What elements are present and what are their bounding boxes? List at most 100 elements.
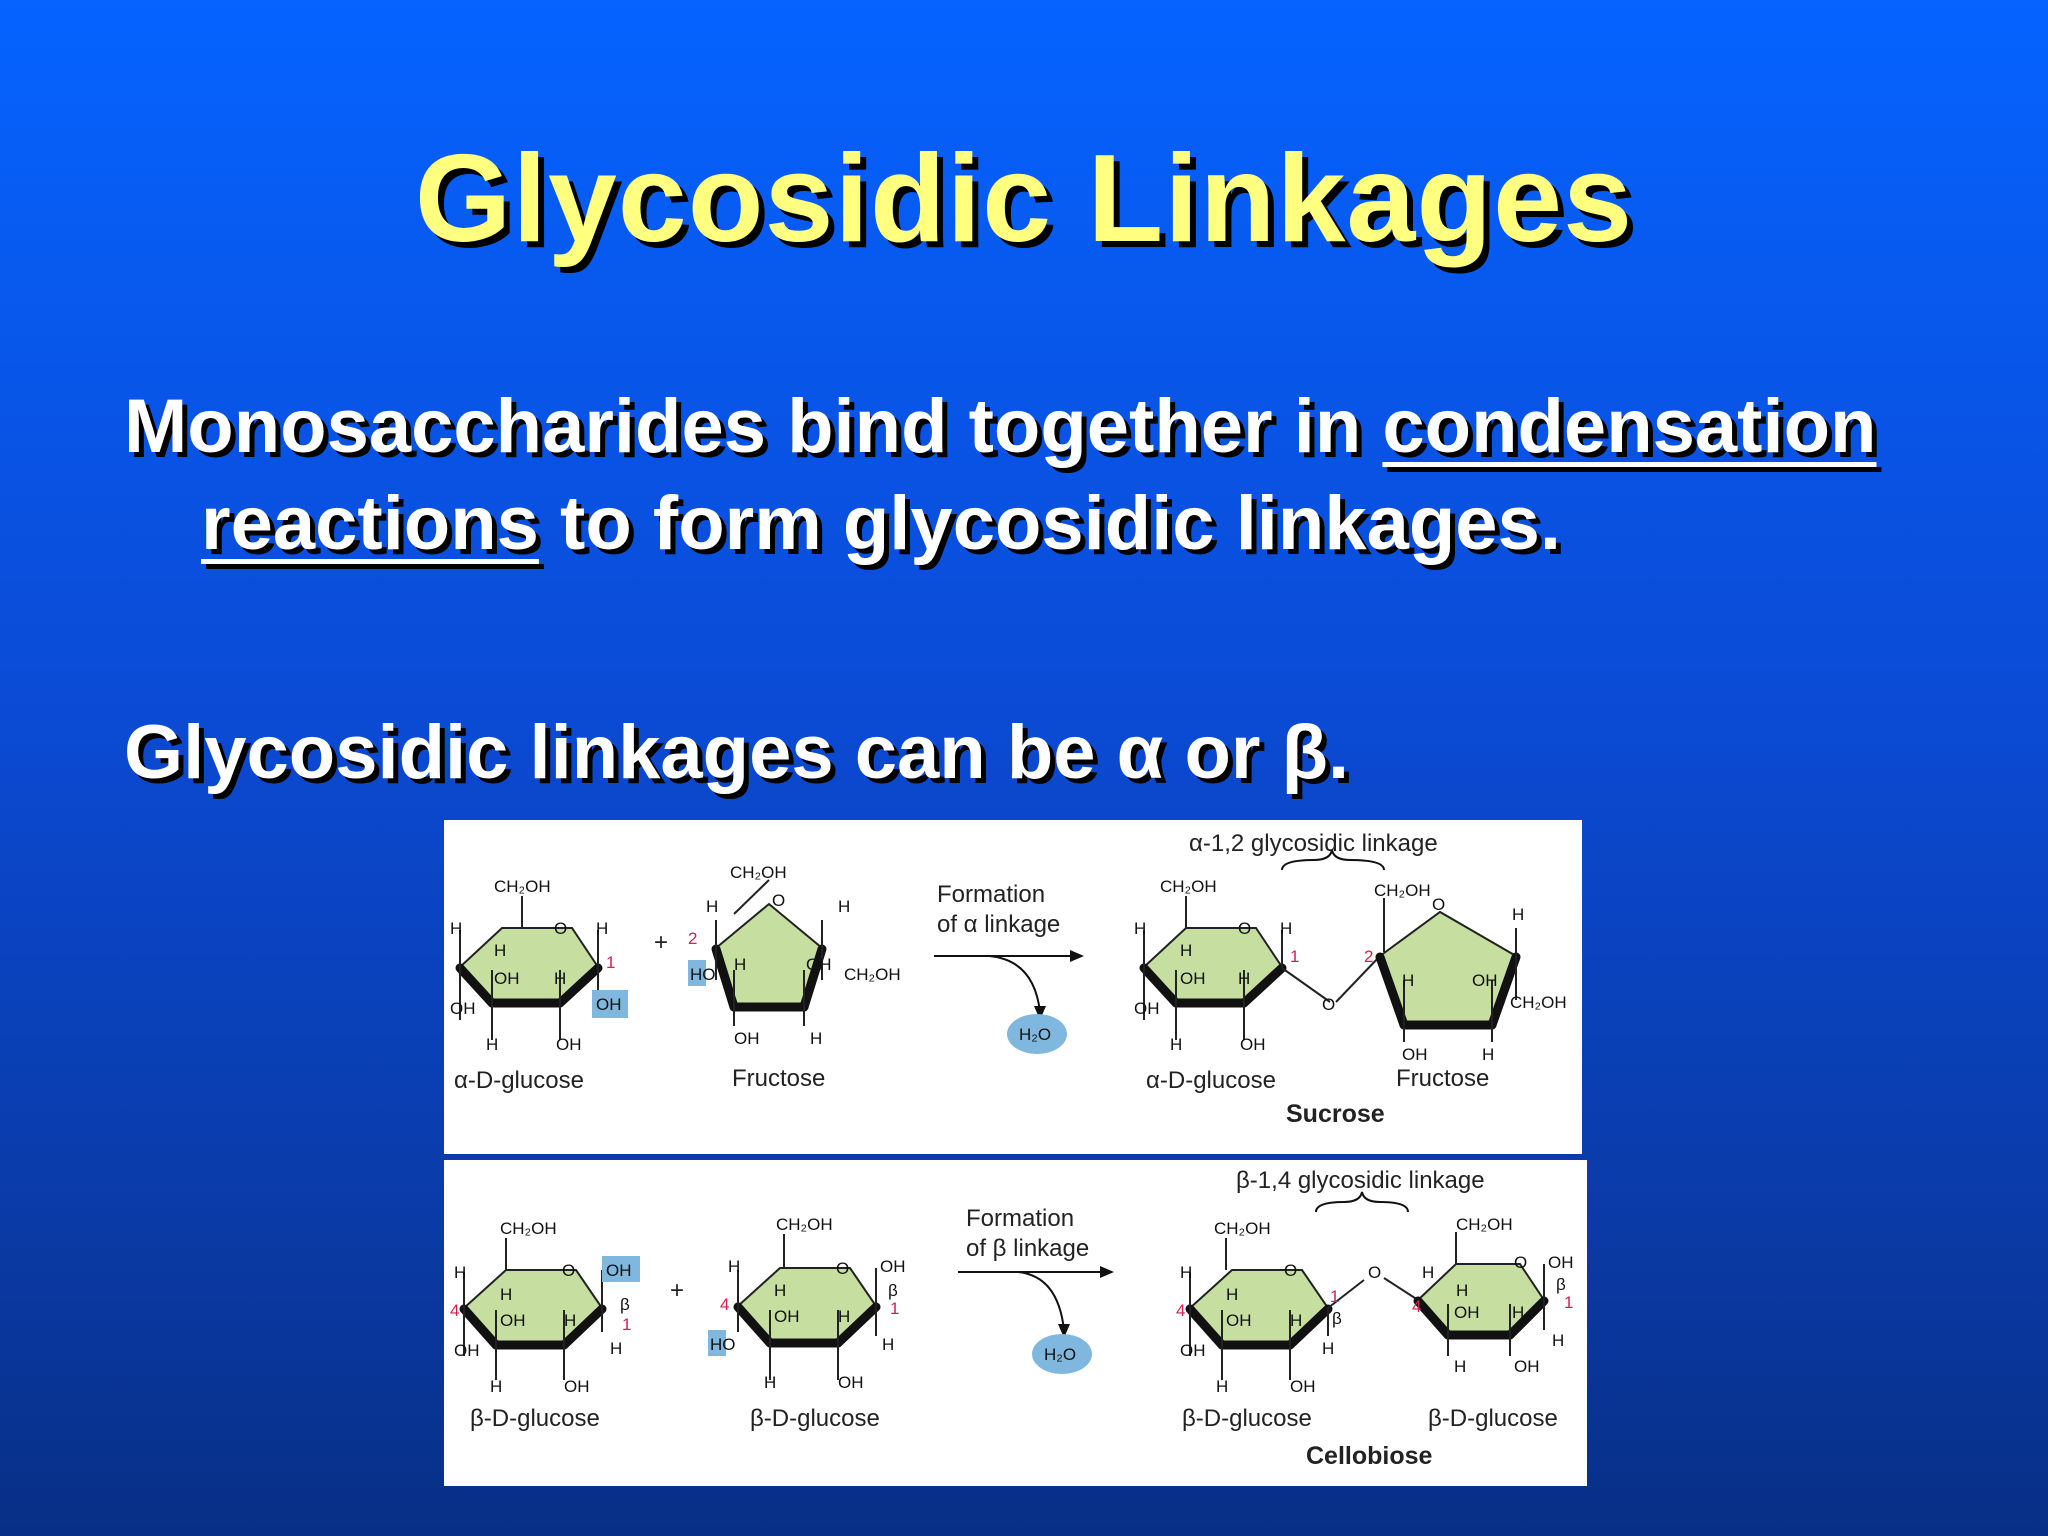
- reactant2-label: Fructose: [732, 1065, 825, 1092]
- atom-h: H: [1170, 1035, 1182, 1054]
- atom-oh: OH: [596, 995, 622, 1014]
- atom-ho: HO: [710, 1335, 736, 1354]
- atom-h: H: [454, 1263, 466, 1282]
- atom-oh: OH: [1548, 1253, 1574, 1272]
- atom-ch2oh: CH₂OH: [1374, 881, 1431, 900]
- product-part2-label: Fructose: [1396, 1065, 1489, 1092]
- atom-h: H: [564, 1311, 576, 1330]
- atom-h: H: [706, 897, 718, 916]
- linkage-brace: [1281, 849, 1385, 871]
- atom-ring-o: O: [1514, 1253, 1527, 1272]
- carbon-number-1: 1: [890, 1299, 899, 1318]
- plus-sign: +: [670, 1277, 684, 1304]
- reacting-h-highlight: [688, 960, 706, 986]
- atom-ch2oh: CH₂OH: [1214, 1219, 1271, 1238]
- water-label: H₂O: [1019, 1025, 1051, 1044]
- reactant1-label: α-D-glucose: [454, 1067, 584, 1094]
- atom-oh: OH: [500, 1311, 526, 1330]
- atom-h: H: [1238, 969, 1250, 988]
- reacting-oh-highlight: [592, 990, 628, 1018]
- beta-glucose-reactant-2: CH₂OH O OH H 4 H OH H β 1 H HO H OH β-D-…: [708, 1215, 906, 1432]
- ring-front-right: [555, 963, 603, 1008]
- formation-line1: Formation: [937, 881, 1045, 908]
- atom-ring-o: O: [554, 919, 567, 938]
- atom-h: H: [554, 969, 566, 988]
- linkage-label: β-1,4 glycosidic linkage: [1236, 1167, 1485, 1194]
- atom-ch2oh: CH₂OH: [730, 863, 787, 882]
- atom-oh: OH: [606, 1261, 632, 1280]
- atom-h: H: [1180, 941, 1192, 960]
- atom-h: H: [764, 1373, 776, 1392]
- cellobiose-glucose-unit-2: CH₂OH O OH H 4 H OH H β 1 H H OH β-D-glu…: [1412, 1215, 1574, 1432]
- atom-oh: OH: [774, 1307, 800, 1326]
- atom-ring-o: O: [772, 891, 785, 910]
- atom-h: H: [500, 1285, 512, 1304]
- product-part1-label: β-D-glucose: [1182, 1405, 1312, 1432]
- atom-h: H: [1290, 1311, 1302, 1330]
- bullet-text-start: Monosaccharides bind together in: [124, 384, 1383, 469]
- atom-oh: OH: [838, 1373, 864, 1392]
- bridge-oxygen: O: [1368, 1263, 1381, 1282]
- atom-oh: OH: [1180, 1341, 1206, 1360]
- atom-h: H: [1552, 1331, 1564, 1350]
- atom-oh: OH: [806, 955, 832, 974]
- bullet-condensation: Monosaccharides bind together in condens…: [124, 378, 1981, 572]
- atom-ch2oh: CH₂OH: [844, 965, 901, 984]
- carbon-number-1: 1: [1564, 1293, 1573, 1312]
- atom-h: H: [734, 955, 746, 974]
- atom-h: H: [1226, 1285, 1238, 1304]
- bullet-text-end: to form glycosidic linkages.: [538, 481, 1561, 566]
- carbon-number-1: 1: [606, 953, 615, 972]
- atom-h: H: [1456, 1281, 1468, 1300]
- condensation-reactions-link[interactable]: condensation reactions: [201, 384, 1877, 566]
- atom-h: H: [1454, 1357, 1466, 1376]
- atom-ho: HO: [690, 965, 716, 984]
- sucrose-fructose-unit: CH₂OH O H 2 H OH CH₂OH OH H Fructose: [1364, 881, 1567, 1092]
- sucrose-glucose-unit: CH₂OH O H H H OH H 1 OH H OH α-D-glucose: [1134, 877, 1331, 1094]
- atom-h: H: [1180, 1263, 1192, 1282]
- atom-beta: β: [888, 1281, 898, 1300]
- atom-h: H: [1322, 1339, 1334, 1358]
- bullet-alpha-beta: Glycosidic linkages can be α or β.: [124, 710, 1350, 795]
- water-ellipse: [1007, 1014, 1067, 1054]
- atom-h: H: [1482, 1045, 1494, 1064]
- atom-h: H: [838, 1307, 850, 1326]
- carbon-number-2: 2: [688, 929, 697, 948]
- atom-h: H: [610, 1339, 622, 1358]
- atom-h: H: [490, 1377, 502, 1396]
- formation-line1: Formation: [966, 1205, 1074, 1232]
- atom-h: H: [1512, 905, 1524, 924]
- formation-line2: of β linkage: [966, 1235, 1089, 1262]
- atom-h: H: [1134, 919, 1146, 938]
- fructose-reactant: CH₂OH H O H 2 HO H OH CH₂OH OH H Fructos…: [688, 863, 901, 1092]
- atom-ring-o: O: [836, 1259, 849, 1278]
- alpha-glucose-reactant: CH₂OH O H H H OH H 1 OH OH H OH α-D-gluc…: [450, 877, 628, 1094]
- atom-oh: OH: [556, 1035, 582, 1054]
- sucrose-formation-diagram: CH₂OH O H H H OH H 1 OH OH H OH α-D-gluc…: [444, 820, 1582, 1154]
- atom-beta: β: [1332, 1309, 1342, 1328]
- cellobiose-diagram-svg: CH₂OH O OH H 4 H OH H β 1 H OH H OH β-D-…: [450, 1167, 1574, 1470]
- atom-h: H: [774, 1281, 786, 1300]
- linkage-label: α-1,2 glycosidic linkage: [1189, 830, 1438, 857]
- atom-beta: β: [620, 1295, 630, 1314]
- cellobiose-formation-diagram: CH₂OH O OH H 4 H OH H β 1 H OH H OH β-D-…: [444, 1160, 1587, 1486]
- water-label: H₂O: [1044, 1345, 1076, 1364]
- product-part2-label: β-D-glucose: [1428, 1405, 1558, 1432]
- atom-h: H: [1512, 1303, 1524, 1322]
- reacting-oh-highlight: [602, 1256, 640, 1282]
- carbon-number-2: 2: [1364, 947, 1373, 966]
- atom-ring-o: O: [1284, 1261, 1297, 1280]
- atom-ring-o: O: [562, 1261, 575, 1280]
- water-ellipse: [1032, 1334, 1092, 1374]
- atom-oh: OH: [1514, 1357, 1540, 1376]
- atom-ring-o: O: [1238, 919, 1251, 938]
- atom-ch2oh: CH₂OH: [1160, 877, 1217, 896]
- sucrose-diagram-svg: CH₂OH O H H H OH H 1 OH OH H OH α-D-gluc…: [450, 830, 1567, 1128]
- atom-h: H: [486, 1035, 498, 1054]
- reaction-arrow: Formation of β linkage H₂O: [958, 1205, 1114, 1374]
- atom-oh: OH: [1226, 1311, 1252, 1330]
- plus-sign: +: [654, 929, 668, 956]
- reactant1-label: β-D-glucose: [470, 1405, 600, 1432]
- carbon-number-1: 1: [622, 1315, 631, 1334]
